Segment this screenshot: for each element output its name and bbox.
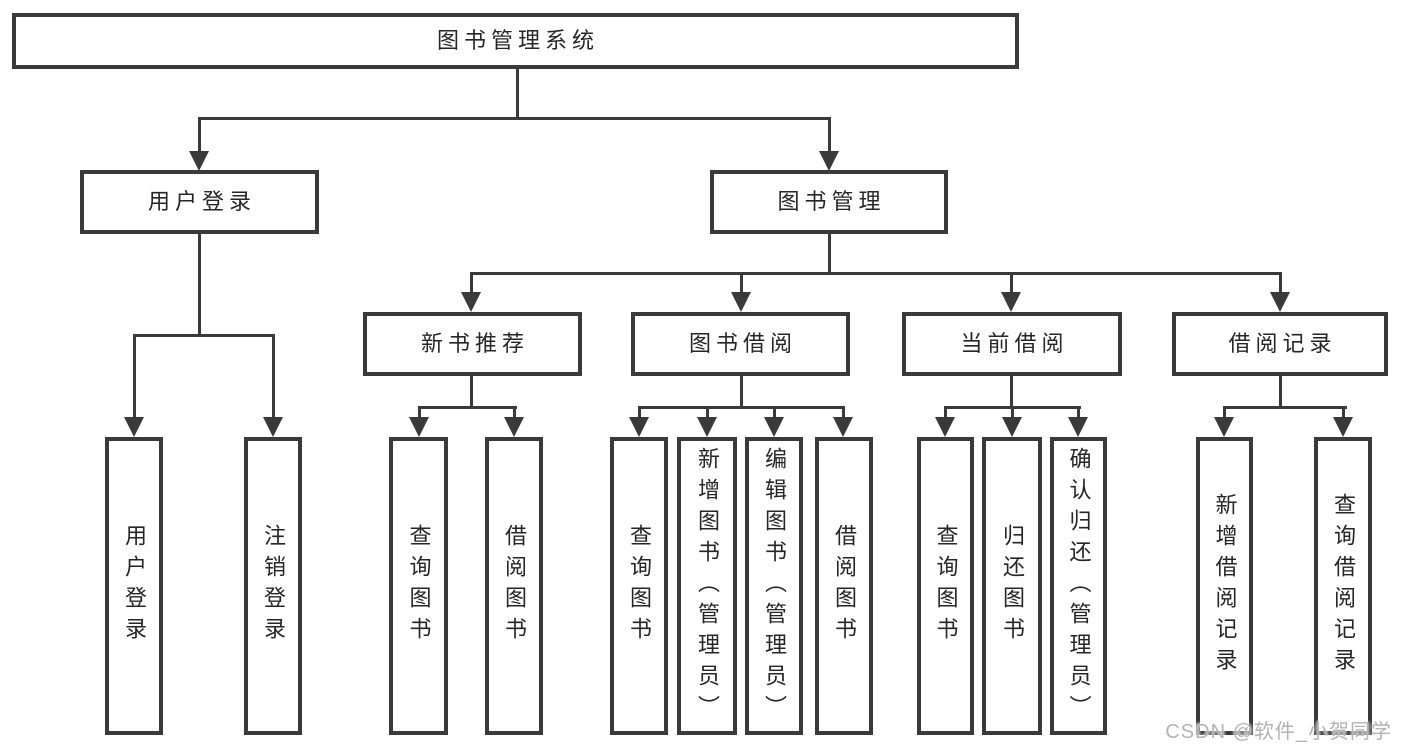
leaf-query-books-recommend: 查询图书 bbox=[389, 437, 448, 735]
node-borrowing-records-label: 借阅记录 bbox=[1228, 331, 1337, 356]
connector-line bbox=[1077, 406, 1080, 419]
arrow-down-icon bbox=[504, 417, 524, 437]
leaf-logout: 注销登录 bbox=[244, 437, 302, 735]
node-root-label: 图书管理系统 bbox=[436, 28, 599, 53]
leaf-return-books-label: 归还图书 bbox=[1000, 524, 1025, 648]
node-book-borrowing-label: 图书借阅 bbox=[688, 331, 797, 356]
leaf-add-book-admin: 新增图书（管理员） bbox=[677, 437, 737, 735]
leaf-user-login: 用户登录 bbox=[105, 437, 163, 735]
leaf-query-books-recommend-label: 查询图书 bbox=[406, 524, 432, 648]
node-new-book-recommendation: 新书推荐 bbox=[363, 312, 582, 376]
connector-line bbox=[740, 272, 743, 294]
node-new-book-recommendation-label: 新书推荐 bbox=[420, 331, 529, 356]
leaf-query-books-borrowing-label: 查询图书 bbox=[627, 524, 652, 648]
leaf-query-borrow-record: 查询借阅记录 bbox=[1314, 437, 1372, 735]
leaf-edit-book-admin: 编辑图书（管理员） bbox=[745, 437, 803, 735]
leaf-logout-label: 注销登录 bbox=[261, 524, 286, 648]
node-user-login-label: 用户登录 bbox=[147, 189, 256, 214]
connector-line bbox=[842, 406, 845, 419]
connector-line bbox=[773, 406, 776, 419]
connector-line bbox=[944, 406, 947, 419]
arrow-down-icon bbox=[1068, 417, 1088, 437]
leaf-user-login-label: 用户登录 bbox=[122, 524, 147, 648]
node-borrowing-records: 借阅记录 bbox=[1172, 312, 1388, 376]
leaf-query-books-current-label: 查询图书 bbox=[933, 524, 959, 648]
connector-line bbox=[133, 334, 275, 337]
arrow-down-icon bbox=[1333, 417, 1353, 437]
connector-line bbox=[198, 117, 831, 120]
arrow-down-icon bbox=[263, 417, 283, 437]
arrow-down-icon bbox=[409, 417, 429, 437]
leaf-borrow-books-recommend: 借阅图书 bbox=[485, 437, 543, 735]
node-current-borrowing: 当前借阅 bbox=[902, 312, 1122, 376]
leaf-borrow-books-recommend-label: 借阅图书 bbox=[502, 524, 527, 648]
leaf-add-borrow-record-label: 新增借阅记录 bbox=[1212, 493, 1238, 679]
connector-line bbox=[828, 234, 831, 274]
connector-line bbox=[1223, 406, 1226, 419]
arrow-down-icon bbox=[461, 292, 481, 312]
leaf-return-books: 归还图书 bbox=[982, 437, 1042, 735]
node-book-management: 图书管理 bbox=[710, 170, 948, 234]
connector-line bbox=[470, 272, 473, 294]
watermark-text: CSDN @软件_小贺同学 bbox=[1165, 721, 1392, 743]
connector-line bbox=[1011, 406, 1014, 419]
arrow-down-icon bbox=[1214, 417, 1234, 437]
connector-line bbox=[198, 234, 201, 336]
arrow-down-icon bbox=[189, 151, 209, 171]
arrow-down-icon bbox=[833, 417, 853, 437]
connector-line bbox=[1342, 406, 1345, 419]
connector-line bbox=[418, 406, 517, 409]
arrow-down-icon bbox=[819, 151, 839, 171]
connector-line bbox=[638, 406, 845, 409]
node-user-login: 用户登录 bbox=[80, 170, 319, 234]
connector-line bbox=[470, 376, 473, 408]
connector-line bbox=[828, 117, 831, 153]
leaf-query-borrow-record-label: 查询借阅记录 bbox=[1331, 493, 1356, 679]
arrow-down-icon bbox=[935, 417, 955, 437]
arrow-down-icon bbox=[1270, 292, 1290, 312]
connector-line bbox=[740, 376, 743, 408]
leaf-add-book-admin-label: 新增图书（管理员） bbox=[695, 446, 720, 726]
connector-line bbox=[418, 406, 421, 419]
connector-line bbox=[272, 334, 275, 419]
leaf-add-borrow-record: 新增借阅记录 bbox=[1196, 437, 1253, 735]
connector-line bbox=[470, 272, 1282, 275]
connector-line bbox=[198, 117, 201, 153]
arrow-down-icon bbox=[1002, 417, 1022, 437]
arrow-down-icon bbox=[1001, 292, 1021, 312]
node-current-borrowing-label: 当前借阅 bbox=[960, 331, 1069, 356]
connector-line bbox=[1223, 406, 1347, 409]
leaf-edit-book-admin-label: 编辑图书（管理员） bbox=[762, 446, 787, 726]
arrow-down-icon bbox=[731, 292, 751, 312]
connector-line bbox=[1010, 272, 1013, 294]
arrow-down-icon bbox=[697, 417, 717, 437]
arrow-down-icon bbox=[124, 417, 144, 437]
connector-line bbox=[1279, 272, 1282, 294]
connector-line bbox=[638, 406, 641, 419]
node-root: 图书管理系统 bbox=[12, 13, 1019, 69]
connector-line bbox=[516, 69, 519, 118]
connector-line bbox=[513, 406, 516, 419]
arrow-down-icon bbox=[629, 417, 649, 437]
leaf-borrow-books-label: 借阅图书 bbox=[832, 524, 857, 648]
leaf-borrow-books: 借阅图书 bbox=[815, 437, 873, 735]
connector-line bbox=[706, 406, 709, 419]
node-book-borrowing: 图书借阅 bbox=[631, 312, 850, 376]
arrow-down-icon bbox=[764, 417, 784, 437]
leaf-confirm-return-admin: 确认归还（管理员） bbox=[1050, 437, 1107, 735]
leaf-query-books-current: 查询图书 bbox=[917, 437, 974, 735]
connector-line bbox=[1279, 376, 1282, 408]
connector-line bbox=[1010, 376, 1013, 408]
leaf-query-books-borrowing: 查询图书 bbox=[610, 437, 668, 735]
connector-line bbox=[133, 334, 136, 419]
node-book-management-label: 图书管理 bbox=[777, 189, 886, 214]
leaf-confirm-return-admin-label: 确认归还（管理员） bbox=[1066, 446, 1092, 726]
